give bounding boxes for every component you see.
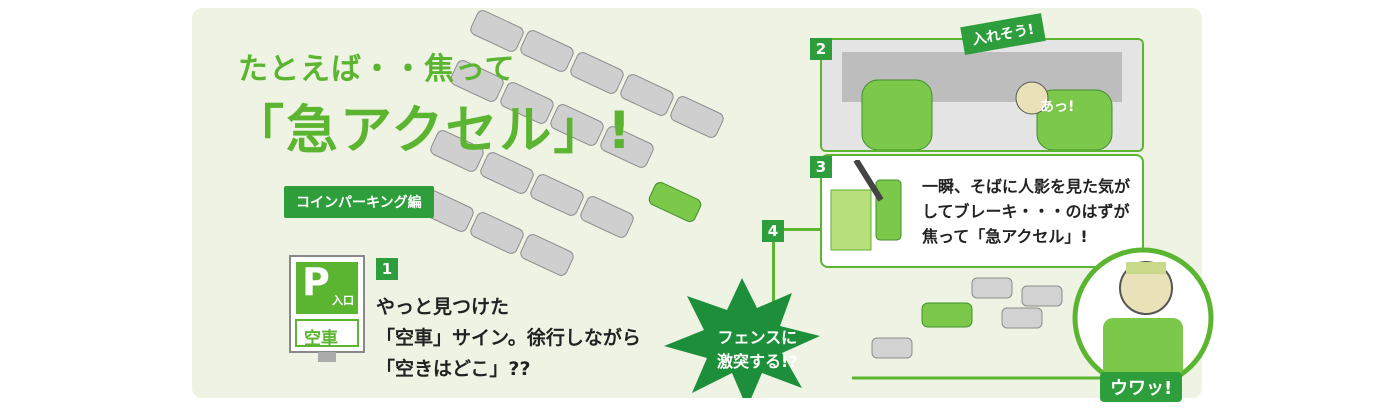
illustration-panel: たとえば・・焦って 「急アクセル」! コインパーキング編 P 入口 空車 1 や…	[192, 8, 1202, 398]
burst-line: フェンスに	[717, 328, 798, 347]
pedal-illustration	[830, 160, 902, 251]
parking-sign-icon	[289, 255, 365, 362]
step2-number: 2	[810, 38, 832, 60]
shout-text: ウワッ!	[1100, 372, 1183, 402]
headline-line1: たとえば・・焦って	[238, 52, 516, 87]
step4-connector	[772, 228, 820, 231]
step3-number: 3	[810, 156, 832, 178]
step1-number: 1	[376, 258, 398, 280]
burst-text: フェンスに 激突する!?	[717, 326, 798, 374]
sign-entrance: 入口	[332, 294, 354, 307]
step2-exclaim: あっ!	[1040, 99, 1075, 115]
impact-burst-icon	[664, 278, 820, 398]
step1-text: やっと見つけた 「空車」サイン。徐行しながら 「空きはどこ」??	[376, 292, 641, 385]
step1-line: 「空車」サイン。徐行しながら	[376, 327, 641, 349]
step1-line: やっと見つけた	[376, 296, 510, 318]
step3-text: 一瞬、そばに人影を見た気が してブレーキ・・・のはずが 焦って「急アクセル」!	[922, 174, 1130, 249]
driver-character-badge	[1072, 247, 1214, 389]
step2-scene	[820, 38, 1144, 152]
step3-line: してブレーキ・・・のはずが	[922, 202, 1130, 221]
scene-tag: コインパーキング編	[284, 186, 434, 218]
burst-line: 激突する!?	[717, 352, 798, 371]
step3-panel: 一瞬、そばに人影を見た気が してブレーキ・・・のはずが 焦って「急アクセル」!	[820, 154, 1144, 268]
step4-connector-vertical	[772, 228, 775, 308]
car-interior-illustration	[822, 40, 1142, 150]
step1-line: 「空きはどこ」??	[376, 358, 531, 380]
street-illustration	[852, 277, 1102, 380]
sign-vacancy: 空車	[304, 329, 338, 349]
step3-line: 焦って「急アクセル」!	[922, 227, 1088, 246]
parking-lot-illustration	[420, 10, 724, 276]
shout-label: ウワッ!	[1110, 378, 1173, 399]
headline-line2: 「急アクセル」!	[232, 101, 634, 161]
sign-letter: P	[302, 260, 330, 304]
step3-line: 一瞬、そばに人影を見た気が	[922, 177, 1131, 196]
step4-number: 4	[762, 220, 784, 242]
